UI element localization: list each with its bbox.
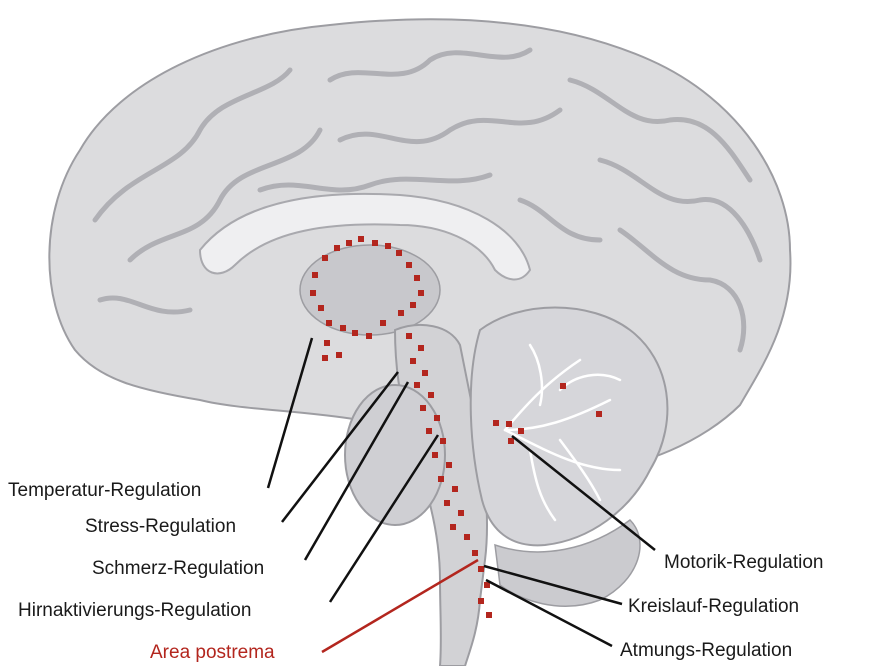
label-motorik-regulation: Motorik-Regulation xyxy=(664,552,823,573)
label-atmungs-regulation: Atmungs-Regulation xyxy=(620,640,792,661)
label-schmerz-regulation: Schmerz-Regulation xyxy=(92,558,264,579)
label-area-postrema: Area postrema xyxy=(150,642,275,663)
label-hirnaktivierungs-regulation: Hirnaktivierungs-Regulation xyxy=(18,600,251,621)
label-kreislauf-regulation: Kreislauf-Regulation xyxy=(628,596,799,617)
cerebellum xyxy=(471,308,668,546)
label-stress-regulation: Stress-Regulation xyxy=(85,516,236,537)
label-temperatur-regulation: Temperatur-Regulation xyxy=(8,480,201,501)
